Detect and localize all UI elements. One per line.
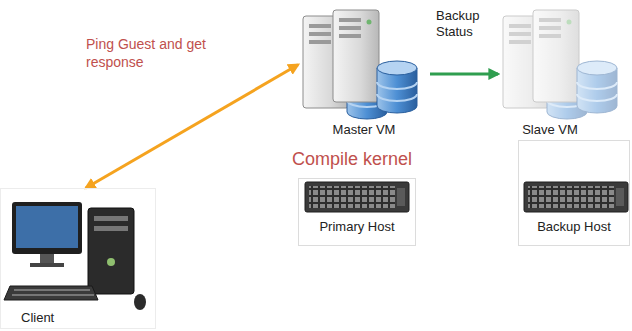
backup-rack-icon: [524, 182, 628, 212]
client-computer-icon: [107, 258, 115, 266]
node-label: Master VM: [333, 122, 396, 138]
client-computer-icon: [4, 286, 98, 300]
client-box: Client: [0, 188, 156, 329]
client-computer-icon: [12, 290, 94, 295]
host-box: Backup Host: [518, 140, 630, 246]
client-computer-icon: [4, 202, 146, 310]
node-label: Slave VM: [522, 122, 578, 138]
node-label: Client: [21, 310, 54, 326]
node-label: Backup Host: [537, 219, 611, 235]
master-vm-icon: [333, 10, 417, 113]
client-computer-icon: [30, 263, 64, 267]
edge-label: Ping Guest and get response: [86, 36, 206, 71]
master-vm-icon: [303, 10, 417, 119]
edge-label: Backup Status: [436, 8, 496, 41]
client-computer-icon: [134, 294, 146, 310]
vm-node: Master VM: [298, 8, 430, 140]
vm-node: Slave VM: [498, 8, 602, 140]
node-label: Primary Host: [319, 219, 394, 235]
backup-rack-icon: [524, 182, 628, 212]
connector-arrow: [430, 73, 498, 76]
connector-arrow: [86, 65, 298, 188]
slave-vm-icon: [533, 10, 617, 113]
client-computer-icon: [88, 208, 134, 294]
client-computer-icon: [16, 206, 78, 248]
host-box: Primary Host: [298, 178, 416, 246]
client-computer-icon: [94, 216, 128, 221]
client-computer-icon: [40, 254, 54, 264]
primary-rack-icon: [305, 182, 409, 212]
slave-vm-icon: [503, 10, 617, 119]
annotation-text: Compile kernel: [292, 148, 412, 171]
client-computer-icon: [94, 226, 128, 231]
client-computer-icon: [12, 202, 82, 254]
primary-rack-icon: [305, 182, 409, 212]
